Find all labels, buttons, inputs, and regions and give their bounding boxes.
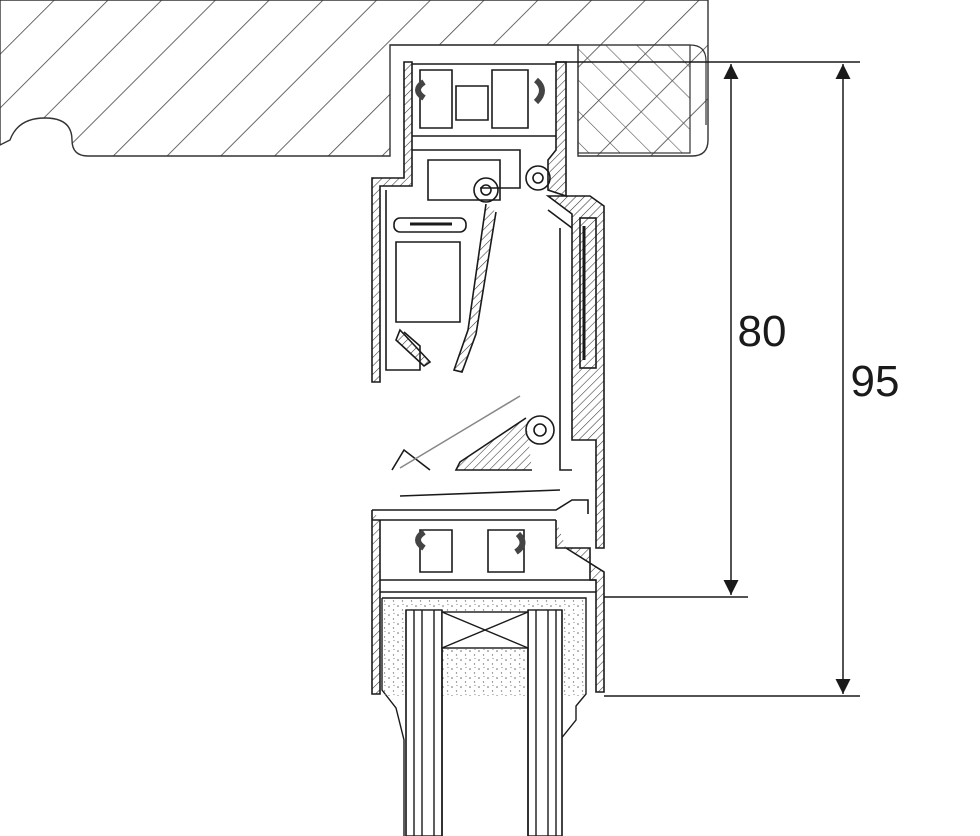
glazing-unit xyxy=(381,597,587,836)
sash-profile xyxy=(371,195,605,695)
dimension-80-label: 80 xyxy=(738,307,787,356)
dimension-95-label: 95 xyxy=(851,357,900,406)
dimension-lines xyxy=(556,61,860,697)
lintel-insulation xyxy=(390,44,691,154)
frame-profile xyxy=(371,61,567,383)
